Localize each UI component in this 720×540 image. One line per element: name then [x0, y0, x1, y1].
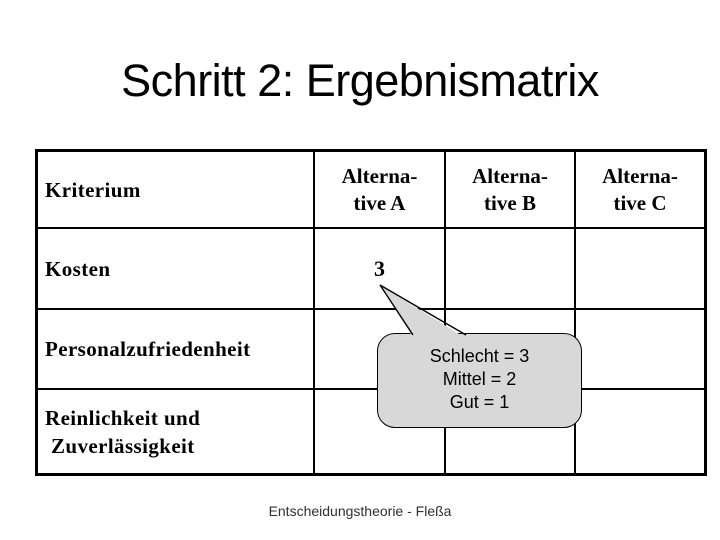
callout-line-mittel: Mittel = 2 [442, 369, 517, 389]
column-header-line1: Alterna- [341, 163, 418, 188]
column-header-line2: tive B [484, 190, 536, 215]
results-matrix-table: Kriterium Alterna- tive A Alterna- tive … [35, 149, 707, 476]
cell-reinlichkeit-alternative-b [446, 390, 576, 473]
callout-line-gut: Gut = 1 [449, 392, 510, 412]
cell-kosten-alternative-c [576, 229, 704, 310]
column-header-line1: Alterna- [472, 163, 548, 188]
column-header-alternative-a: Alterna- tive A [315, 152, 446, 229]
cell-personal-alternative-c [576, 310, 704, 390]
callout-tail-pointer [379, 284, 467, 339]
row-label-line1: Personalzufriedenheit [45, 337, 251, 361]
row-label-line1: Kosten [45, 256, 111, 281]
row-label-reinlichkeit: Reinlichkeit und Zuverlässigkeit [38, 390, 315, 473]
row-label-line1: Reinlichkeit und [45, 405, 201, 430]
criterion-header-cell: Kriterium [38, 152, 315, 229]
row-label-line2: Zuverlässigkeit [51, 433, 195, 458]
column-header-line2: tive C [613, 190, 667, 215]
column-header-alternative-b: Alterna- tive B [446, 152, 576, 229]
column-header-line1: Alterna- [602, 163, 678, 188]
column-header-line2: tive A [353, 190, 406, 215]
cell-reinlichkeit-alternative-a [315, 390, 446, 473]
footer-text: Entscheidungstheorie - Fleßa [268, 503, 452, 519]
cell-value: 3 [374, 255, 385, 281]
cell-kosten-alternative-a: 3 [315, 229, 446, 310]
column-header-alternative-c: Alterna- tive C [576, 152, 704, 229]
scale-legend-callout: Schlecht = 3 Mittel = 2 Gut = 1 [377, 333, 582, 428]
cell-kosten-alternative-b [446, 229, 576, 310]
row-label-personalzufriedenheit: Personalzufriedenheit [38, 310, 315, 390]
cell-reinlichkeit-alternative-c [576, 390, 704, 473]
row-label-kosten: Kosten [38, 229, 315, 310]
criterion-header-label: Kriterium [45, 177, 141, 202]
callout-line-schlecht: Schlecht = 3 [429, 346, 530, 366]
slide-title: Schritt 2: Ergebnismatrix [121, 55, 599, 106]
